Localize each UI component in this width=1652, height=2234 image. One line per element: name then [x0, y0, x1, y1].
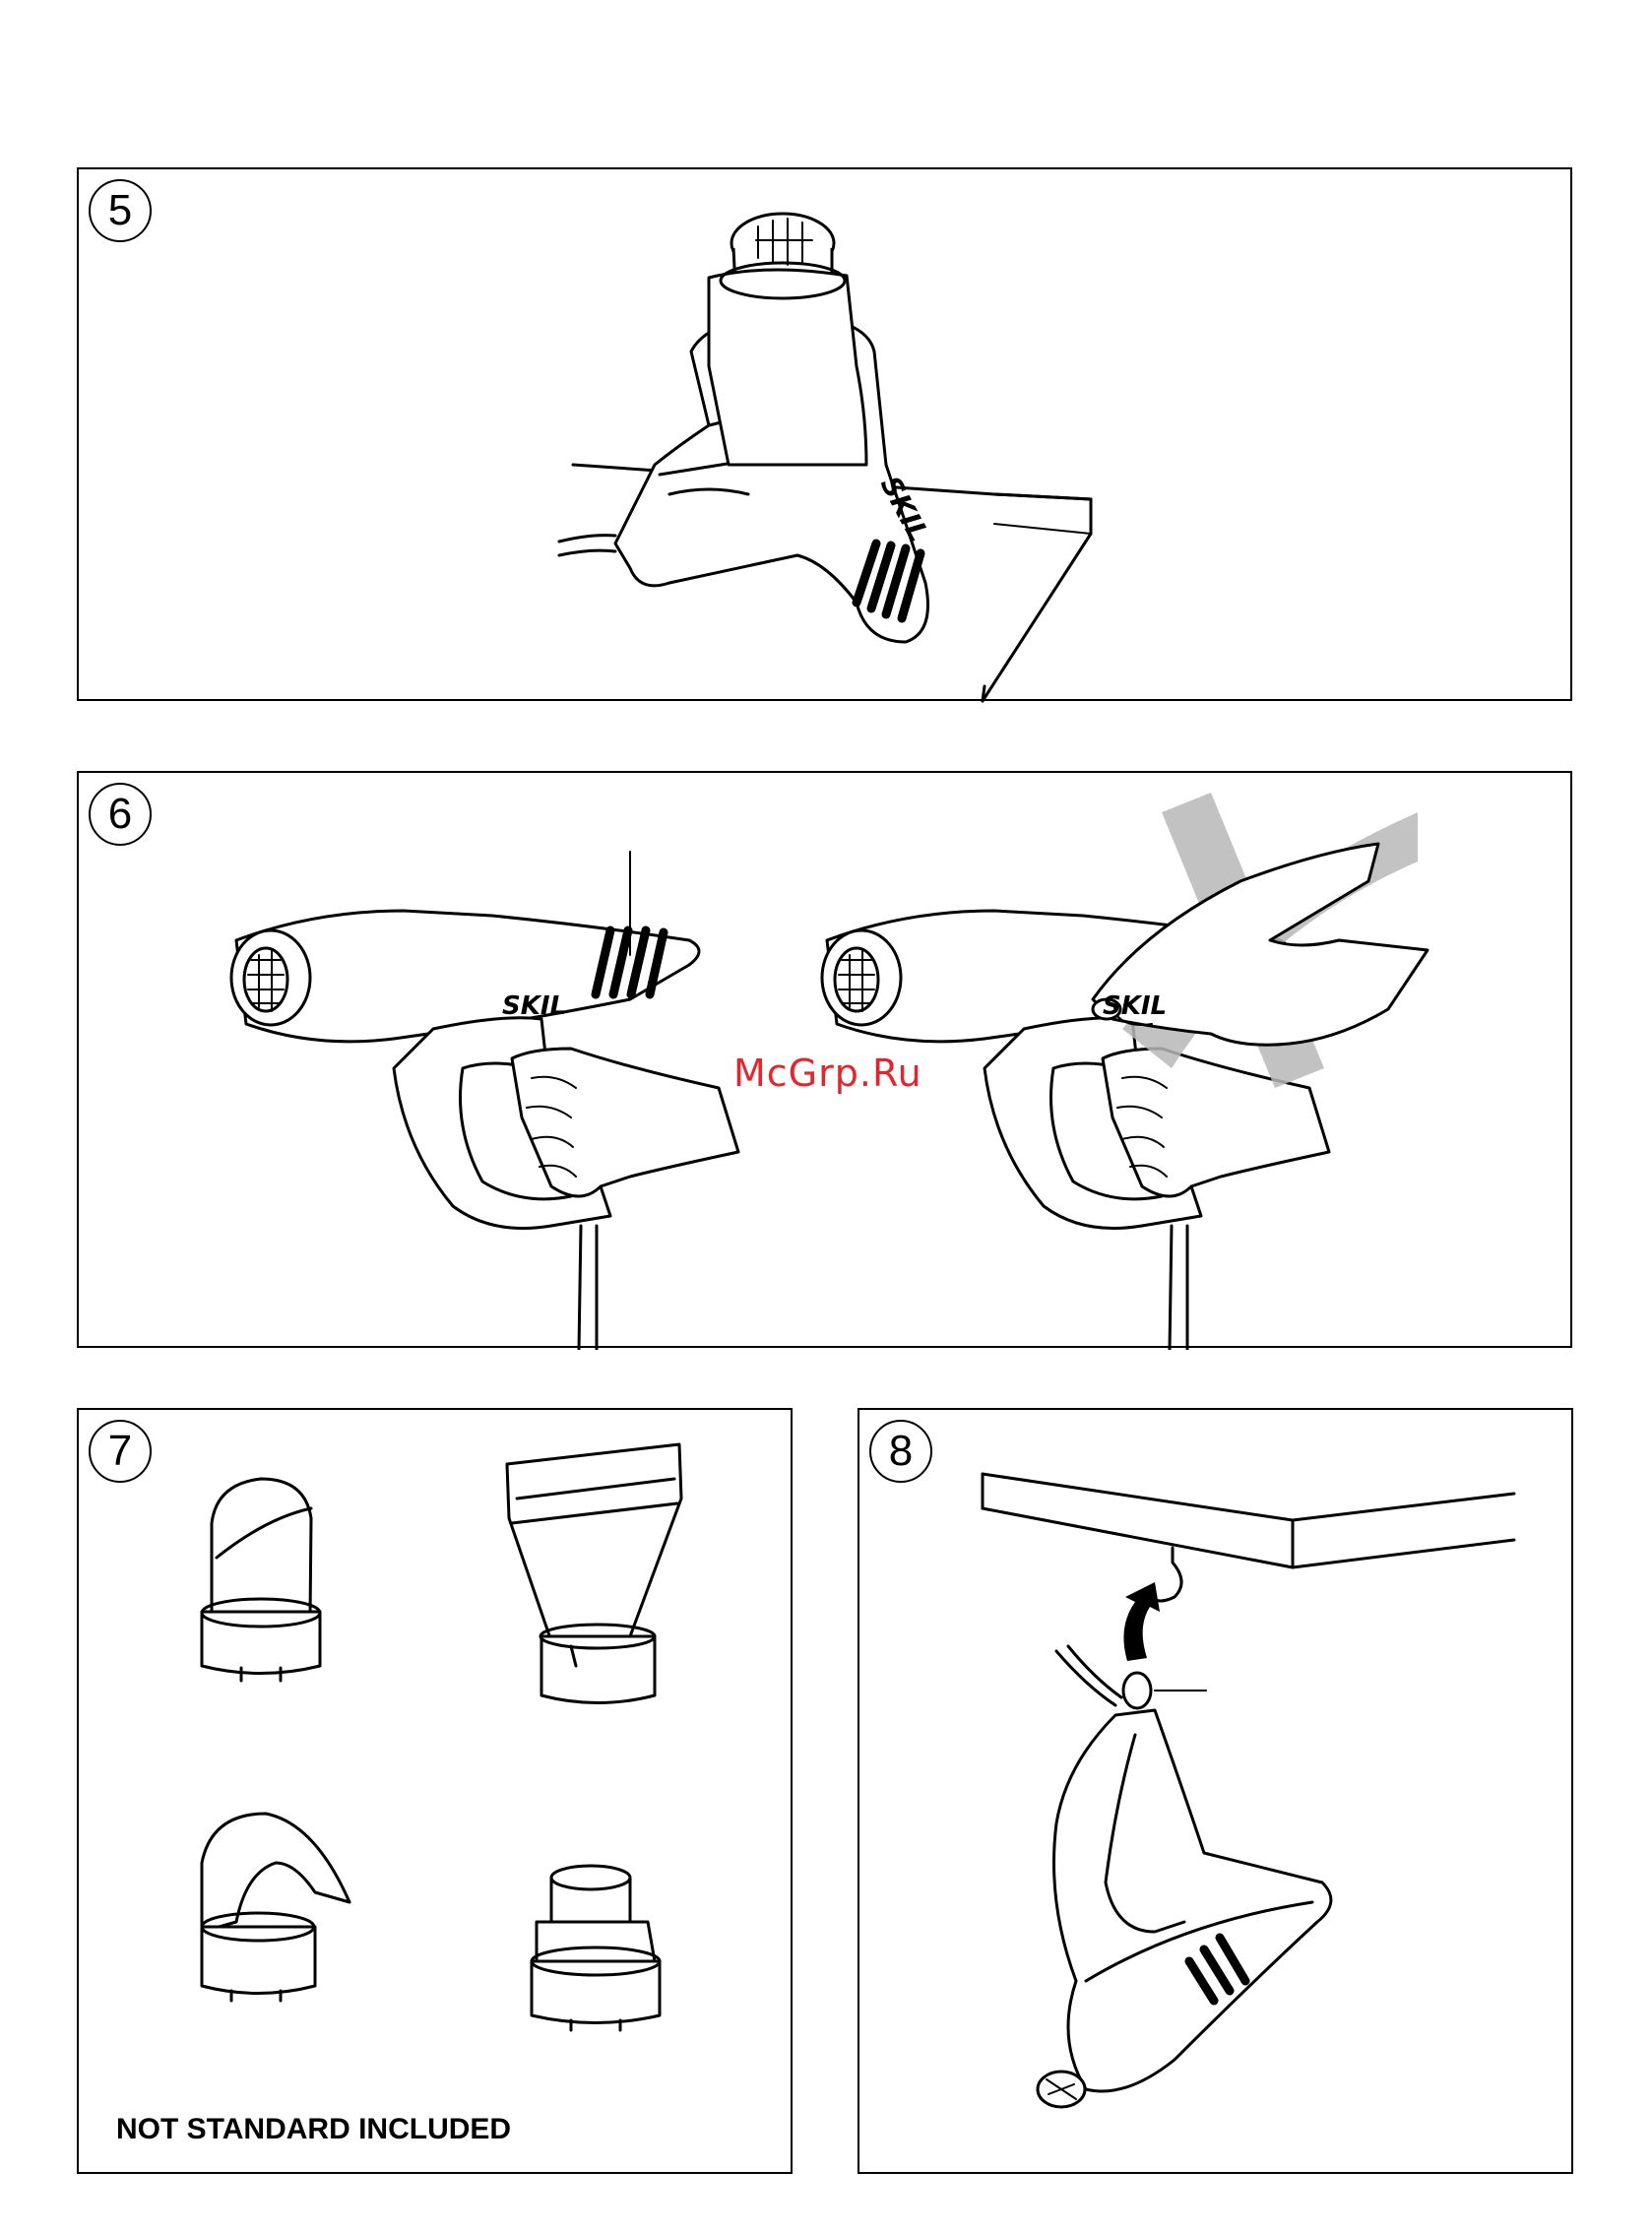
table-icon — [983, 1474, 1514, 1567]
skil-logo-text: SKIL — [1103, 991, 1167, 1021]
accessory-nozzles-illustration — [79, 1410, 794, 2176]
glass-protection-nozzle-icon — [202, 1814, 349, 2001]
heat-gun-icon — [1038, 1673, 1331, 2107]
arrow-icon — [1123, 1582, 1160, 1661]
watermark-text: McGrp.Ru — [733, 1052, 922, 1095]
heat-gun-hanging-illustration — [859, 1410, 1575, 2176]
reducer-nozzle-icon — [532, 1866, 660, 2030]
skil-logo-text: SKIL — [502, 991, 566, 1021]
reflector-nozzle-icon — [202, 1479, 320, 1681]
figure-8-panel: 8 — [858, 1408, 1573, 2174]
hand-icon — [512, 1049, 738, 1196]
heat-gun-icon — [615, 214, 928, 642]
heat-gun-standing-illustration: SKIL — [79, 169, 1574, 703]
not-standard-included-note: NOT STANDARD INCLUDED — [116, 2113, 511, 2146]
figure-7-panel: 7 — [77, 1408, 793, 2174]
flat-nozzle-icon — [507, 1444, 681, 1703]
cord-icon — [559, 536, 615, 542]
figure-5-panel: 5 — [77, 167, 1572, 701]
